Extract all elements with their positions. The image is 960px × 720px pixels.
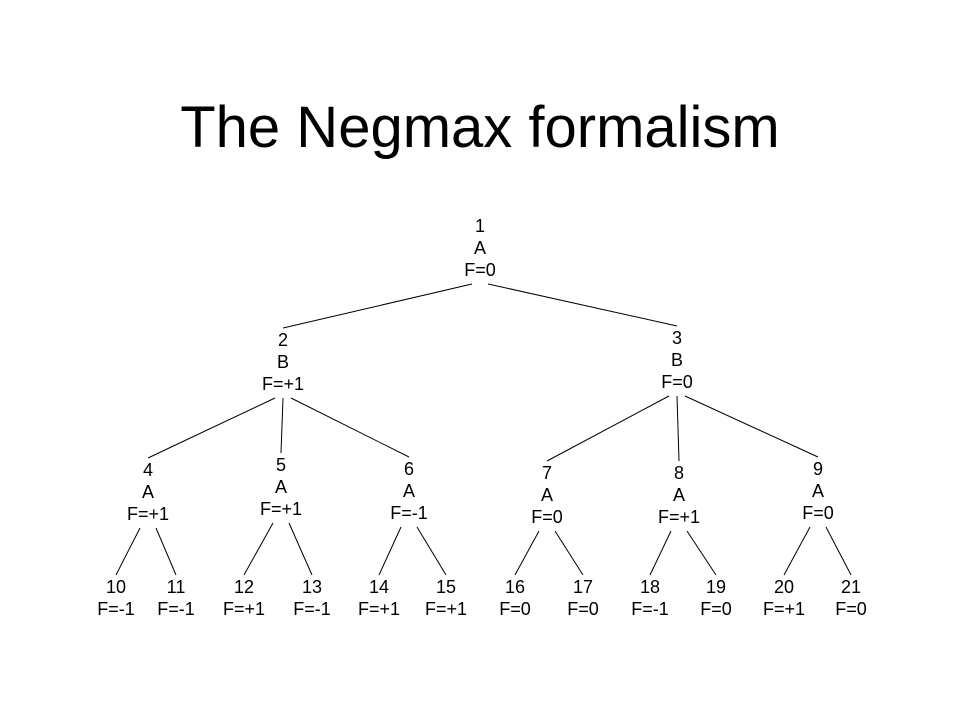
tree-node-18: 18F=-1 (631, 577, 669, 619)
tree-node-9: 9AF=0 (802, 459, 834, 523)
edge-6-15 (416, 526, 447, 576)
node-1-label-1: A (474, 238, 486, 258)
tree-nodes: 1AF=02BF=+13BF=04AF=+15AF=+16AF=-17AF=08… (97, 216, 867, 619)
node-18-label-1: F=-1 (631, 599, 669, 619)
edge-5-13 (288, 522, 313, 576)
tree-node-3: 3BF=0 (661, 328, 693, 392)
slide-title: The Negmax formalism (180, 95, 780, 160)
tree-edges (115, 283, 852, 576)
node-6-label-0: 6 (404, 459, 414, 479)
node-9-label-0: 9 (813, 459, 823, 479)
edge-7-16 (514, 530, 540, 576)
node-5-label-1: A (275, 477, 287, 497)
edge-2-5 (280, 397, 284, 454)
node-8-label-2: F=+1 (658, 507, 700, 527)
node-19-label-0: 19 (706, 577, 726, 597)
tree-node-21: 21F=0 (835, 577, 867, 619)
node-16-label-1: F=0 (499, 599, 531, 619)
tree-node-6: 6AF=-1 (390, 459, 428, 523)
tree-node-4: 4AF=+1 (127, 460, 169, 524)
node-17-label-1: F=0 (567, 599, 599, 619)
edge-1-2 (282, 283, 473, 329)
node-8-label-1: A (673, 485, 685, 505)
edge-3-8 (676, 395, 680, 462)
tree-node-20: 20F=+1 (763, 577, 805, 619)
tree-node-12: 12F=+1 (223, 577, 265, 619)
node-4-label-1: A (142, 482, 154, 502)
edge-9-21 (825, 526, 852, 576)
edge-8-19 (686, 530, 717, 576)
node-3-label-0: 3 (672, 328, 682, 348)
edge-3-7 (546, 395, 670, 462)
tree-node-17: 17F=0 (567, 577, 599, 619)
node-1-label-2: F=0 (464, 260, 496, 280)
tree-node-19: 19F=0 (700, 577, 732, 619)
node-21-label-0: 21 (841, 577, 861, 597)
node-19-label-1: F=0 (700, 599, 732, 619)
node-8-label-0: 8 (674, 463, 684, 483)
node-6-label-2: F=-1 (390, 503, 428, 523)
edge-4-10 (115, 527, 141, 576)
node-3-label-1: B (671, 350, 683, 370)
node-2-label-0: 2 (278, 330, 288, 350)
node-20-label-0: 20 (774, 577, 794, 597)
node-2-label-1: B (277, 352, 289, 372)
node-5-label-0: 5 (276, 455, 286, 475)
node-9-label-2: F=0 (802, 503, 834, 523)
node-11-label-0: 11 (167, 577, 186, 597)
node-10-label-0: 10 (106, 577, 126, 597)
edge-5-12 (243, 522, 274, 576)
node-17-label-0: 17 (573, 577, 593, 597)
tree-node-15: 15F=+1 (425, 577, 467, 619)
tree-node-11: 11F=-1 (157, 577, 195, 619)
node-13-label-1: F=-1 (293, 599, 331, 619)
node-14-label-1: F=+1 (358, 599, 400, 619)
node-3-label-2: F=0 (661, 372, 693, 392)
node-21-label-1: F=0 (835, 599, 867, 619)
node-4-label-2: F=+1 (127, 504, 169, 524)
node-1-label-0: 1 (475, 216, 485, 236)
node-15-label-1: F=+1 (425, 599, 467, 619)
edge-1-3 (487, 283, 678, 327)
node-12-label-0: 12 (234, 577, 254, 597)
tree-node-14: 14F=+1 (358, 577, 400, 619)
tree-node-1: 1AF=0 (464, 216, 496, 280)
tree-node-2: 2BF=+1 (262, 330, 304, 394)
node-20-label-1: F=+1 (763, 599, 805, 619)
edge-7-17 (554, 530, 584, 576)
tree-node-8: 8AF=+1 (658, 463, 700, 527)
tree-node-16: 16F=0 (499, 577, 531, 619)
edge-6-14 (378, 526, 402, 576)
node-2-label-2: F=+1 (262, 374, 304, 394)
edge-8-18 (649, 530, 672, 576)
edge-2-4 (147, 397, 276, 459)
node-11-label-1: F=-1 (157, 599, 195, 619)
edge-9-20 (783, 526, 811, 576)
node-7-label-1: A (541, 485, 553, 505)
edge-4-11 (155, 527, 177, 576)
node-9-label-1: A (812, 481, 824, 501)
edge-2-6 (290, 397, 410, 458)
node-7-label-2: F=0 (531, 507, 563, 527)
node-12-label-1: F=+1 (223, 599, 265, 619)
node-7-label-0: 7 (542, 463, 552, 483)
tree-node-13: 13F=-1 (293, 577, 331, 619)
node-18-label-0: 18 (640, 577, 660, 597)
node-16-label-0: 16 (505, 577, 525, 597)
node-4-label-0: 4 (143, 460, 153, 480)
node-5-label-2: F=+1 (260, 499, 302, 519)
tree-node-5: 5AF=+1 (260, 455, 302, 519)
tree-node-10: 10F=-1 (97, 577, 135, 619)
node-14-label-0: 14 (369, 577, 389, 597)
node-6-label-1: A (403, 481, 415, 501)
node-13-label-0: 13 (302, 577, 322, 597)
node-10-label-1: F=-1 (97, 599, 135, 619)
edge-3-9 (684, 395, 819, 458)
tree-node-7: 7AF=0 (531, 463, 563, 527)
node-15-label-0: 15 (436, 577, 456, 597)
